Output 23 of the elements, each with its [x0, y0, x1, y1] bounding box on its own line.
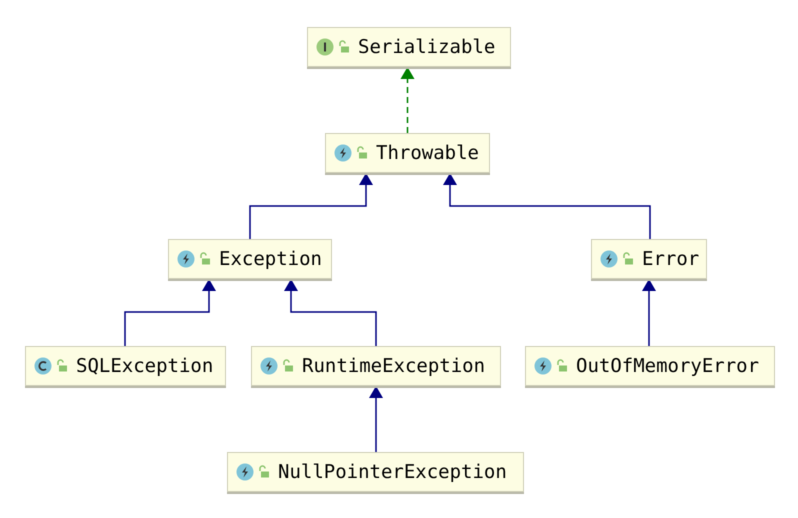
inheritance-arrow [369, 386, 383, 452]
class-name: Exception [219, 248, 322, 270]
class-box [251, 346, 501, 386]
class-box [525, 346, 775, 386]
class-name: RuntimeException [302, 355, 486, 377]
class-name: Serializable [358, 36, 496, 58]
inheritance-arrow [443, 173, 651, 239]
class-name: SQLException [76, 355, 214, 377]
class-box [591, 239, 707, 279]
inheritance-arrow [249, 173, 373, 239]
class-box [227, 452, 524, 492]
class-name: OutOfMemoryError [576, 355, 760, 377]
inheritance-arrow [124, 279, 216, 346]
class-box [25, 346, 226, 386]
class-box [307, 27, 511, 67]
class-name: Throwable [376, 142, 479, 164]
inheritance-arrow [642, 279, 656, 346]
class-box [325, 133, 490, 173]
class-name: NullPointerException [278, 461, 507, 483]
class-box [168, 239, 332, 279]
inheritance-arrow [284, 279, 377, 346]
class-name: Error [642, 248, 700, 270]
inheritance-arrow [400, 67, 414, 133]
